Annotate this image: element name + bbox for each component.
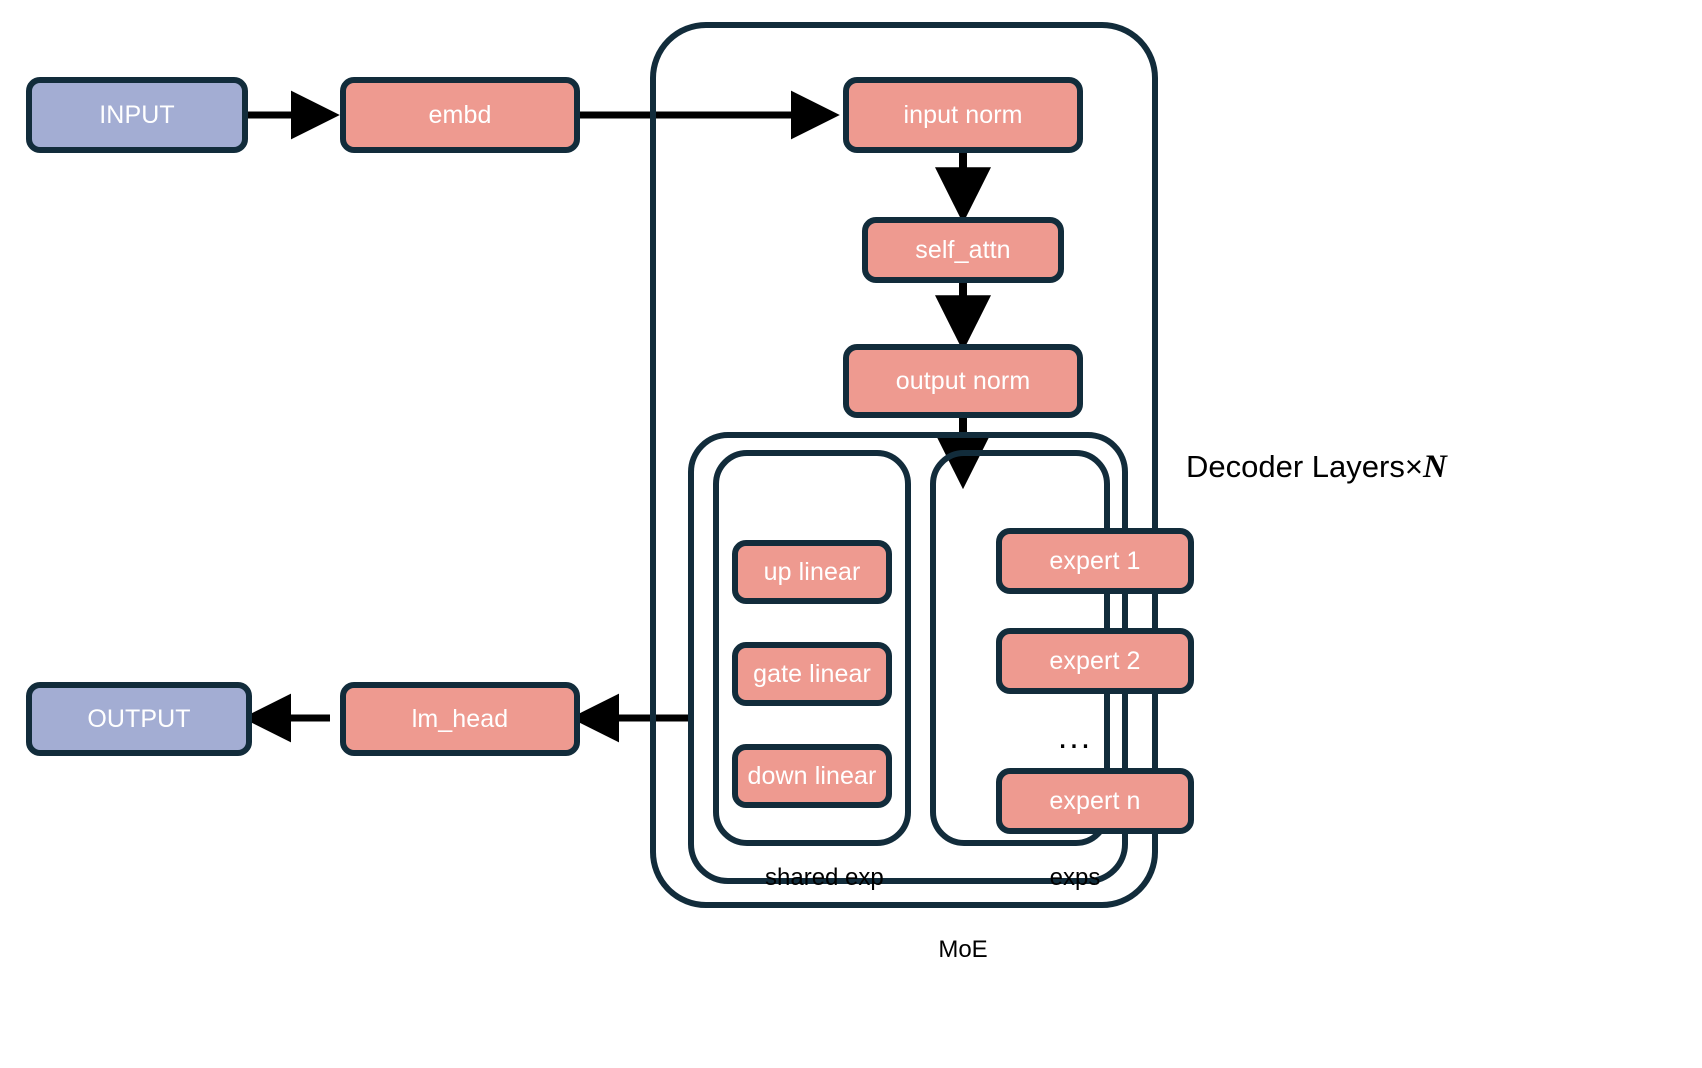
node-lm-head[interactable]: lm_head xyxy=(340,682,580,756)
decoder-caption-prefix: Decoder Layers× xyxy=(1186,449,1423,484)
shared-expert-group xyxy=(713,450,911,846)
decoder-layers-group xyxy=(650,22,1158,908)
node-expert-n[interactable]: expert n xyxy=(996,768,1194,834)
moe-label: MoE xyxy=(938,936,988,963)
node-self-attn[interactable]: self_attn xyxy=(862,217,1064,283)
decoder-caption-variable: N xyxy=(1422,449,1447,485)
node-up-linear[interactable]: up linear xyxy=(732,540,892,604)
exps-label: exps xyxy=(1049,864,1101,891)
decoder-layers-caption: Decoder Layers×N xyxy=(1186,449,1447,486)
node-output-norm[interactable]: output norm xyxy=(843,344,1083,418)
node-input-norm[interactable]: input norm xyxy=(843,77,1083,153)
node-gate-linear[interactable]: gate linear xyxy=(732,642,892,706)
node-output[interactable]: OUTPUT xyxy=(26,682,252,756)
node-expert-1[interactable]: expert 1 xyxy=(996,528,1194,594)
shared-exp-label: shared exp xyxy=(765,864,884,891)
experts-ellipsis: ... xyxy=(1057,718,1093,756)
node-embd[interactable]: embd xyxy=(340,77,580,153)
node-down-linear[interactable]: down linear xyxy=(732,744,892,808)
node-expert-2[interactable]: expert 2 xyxy=(996,628,1194,694)
node-input[interactable]: INPUT xyxy=(26,77,248,153)
